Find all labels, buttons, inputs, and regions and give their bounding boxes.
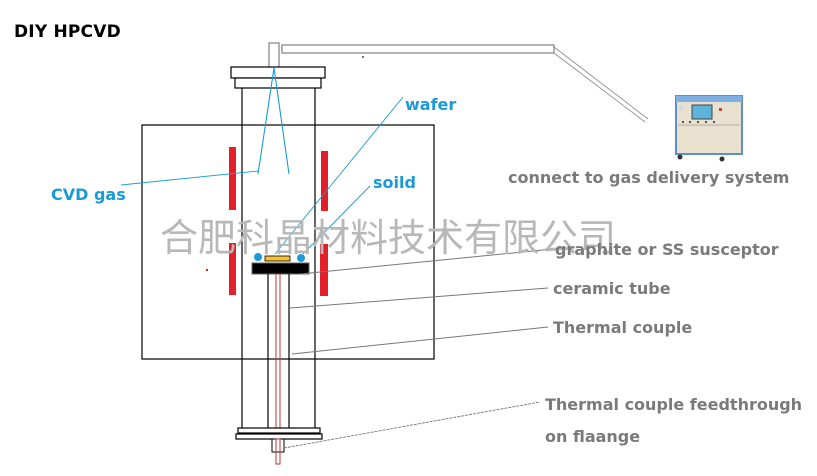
label-susceptor: graphite or SS susceptor bbox=[555, 240, 779, 259]
heater-right-top bbox=[321, 151, 328, 211]
heater-left-top bbox=[229, 147, 236, 210]
gas-line bbox=[268, 42, 649, 123]
label-cvd-gas: CVD gas bbox=[51, 185, 126, 204]
process-tube bbox=[241, 88, 316, 432]
solid-source-right bbox=[297, 254, 305, 262]
label-gas-delivery: connect to gas delivery system bbox=[508, 168, 790, 187]
top-flange bbox=[230, 66, 326, 89]
diagram-title: DIY HPCVD bbox=[14, 22, 121, 42]
label-feedthrough-line1: Thermal couple feedthrough bbox=[545, 395, 803, 414]
callout-ceramic-tube bbox=[289, 287, 549, 309]
solid-source-left bbox=[254, 253, 262, 261]
bottom-flange bbox=[235, 427, 323, 465]
wafer bbox=[264, 255, 291, 262]
furnace-body bbox=[141, 124, 435, 360]
callout-feedthrough bbox=[283, 401, 541, 449]
heater-left-bottom bbox=[229, 243, 236, 295]
callout-soild bbox=[302, 185, 371, 255]
watermark: 合肥科晶材料技术有限公司 bbox=[160, 216, 617, 260]
callout-susceptor bbox=[299, 248, 554, 275]
label-feedthrough-line2: on flaange bbox=[545, 427, 641, 446]
ceramic-tube bbox=[267, 274, 290, 431]
label-thermal-couple: Thermal couple bbox=[553, 318, 693, 337]
gas-delivery-cabinet-icon bbox=[675, 95, 743, 162]
susceptor bbox=[251, 262, 310, 275]
heater-elements bbox=[206, 147, 328, 296]
heater-right-bottom bbox=[320, 244, 328, 296]
callout-lines bbox=[120, 96, 554, 449]
cvd-gas-jets bbox=[257, 67, 290, 175]
callout-wafer bbox=[274, 96, 404, 255]
callout-cvd-gas bbox=[120, 170, 259, 186]
callout-thermal-couple bbox=[291, 326, 549, 355]
label-wafer: wafer bbox=[405, 95, 457, 114]
label-ceramic-tube: ceramic tube bbox=[553, 279, 671, 298]
label-soild: soild bbox=[373, 173, 416, 192]
